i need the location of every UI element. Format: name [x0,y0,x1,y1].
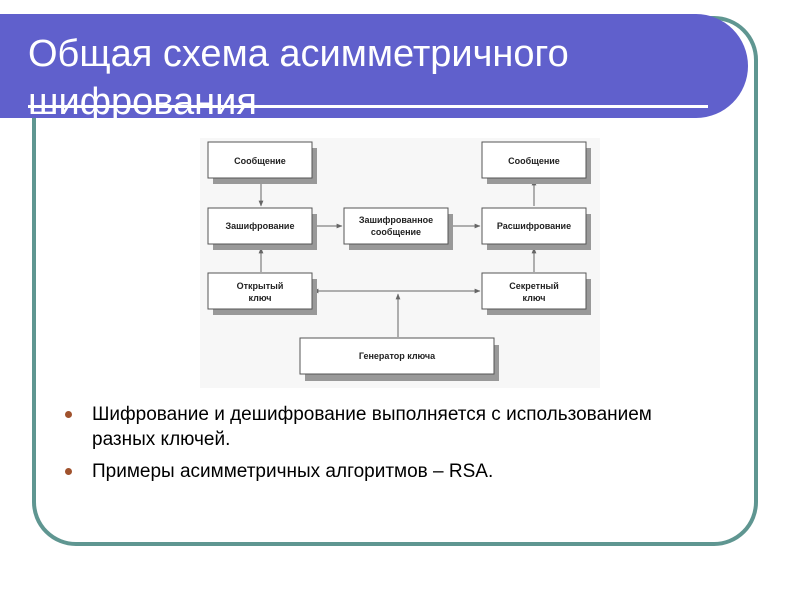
bullet-text: Шифрование и дешифрование выполняется с … [92,404,652,450]
box-message-out: Сообщение [481,141,591,184]
box-encryption: Зашифрование [207,207,317,250]
box-key-generator: Генератор ключа [299,337,499,381]
box-secret-key-line1: Секретный [509,281,558,291]
bullet-item: Шифрование и дешифрование выполняется с … [62,402,702,452]
box-key-generator-label: Генератор ключа [359,351,436,361]
box-encrypted-message: Зашифрованное сообщение [343,207,453,250]
box-encryption-label: Зашифрование [226,221,295,231]
asymmetric-encryption-diagram: Сообщение Сообщение Зашифрование Зашифро… [200,138,600,388]
bullet-text: Примеры асимметричных алгоритмов – RSA. [92,461,494,482]
slide-title: Общая схема асимметричного шифрования [28,33,569,118]
box-decryption: Расшифрование [481,207,591,250]
box-message-in: Сообщение [207,141,317,184]
bullet-item: Примеры асимметричных алгоритмов – RSA. [62,459,702,484]
box-public-key-line1: Открытый [237,281,284,291]
box-encrypted-message-line2: сообщение [371,227,421,237]
box-encrypted-message-line1: Зашифрованное [359,215,433,225]
bullet-dot-icon [65,468,72,475]
box-message-in-label: Сообщение [234,156,286,166]
box-secret-key: Секретный ключ [481,272,591,315]
title-underline [28,105,708,108]
box-message-out-label: Сообщение [508,156,560,166]
box-public-key: Открытый ключ [207,272,317,315]
box-decryption-label: Расшифрование [497,221,571,231]
title-band [0,14,748,118]
bullet-dot-icon [65,411,72,418]
bullet-list: Шифрование и дешифрование выполняется с … [62,402,702,491]
box-public-key-line2: ключ [249,293,272,303]
box-secret-key-line2: ключ [523,293,546,303]
